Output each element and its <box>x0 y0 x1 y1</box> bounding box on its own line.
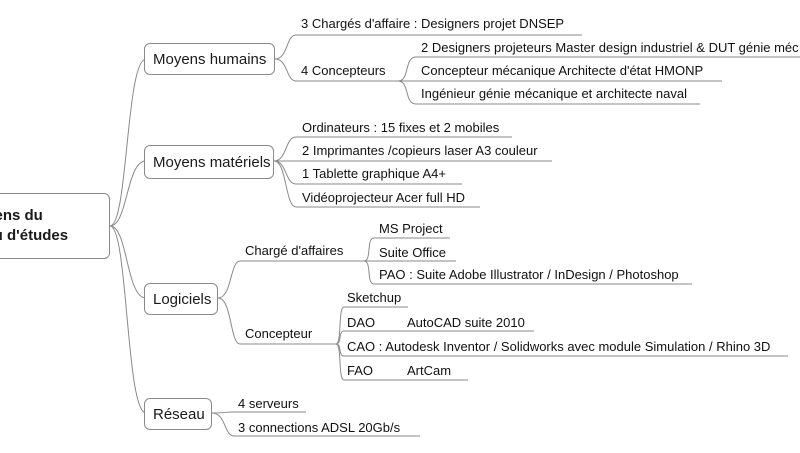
branch-logiciels-label: Logiciels <box>153 290 212 308</box>
branch-reseau[interactable]: Réseau <box>144 398 212 430</box>
link-humains-charges <box>274 34 297 60</box>
link-materiels-item4 <box>273 160 297 208</box>
link-logiciels-concepteur <box>217 297 241 345</box>
leaf-concepteurs-item-3[interactable]: Ingénieur génie mécanique et architecte … <box>421 86 687 101</box>
leaf-concepteur[interactable]: Concepteur <box>245 326 313 341</box>
leaf-dao[interactable]: DAO <box>347 315 376 330</box>
leaf-sketchup[interactable]: Sketchup <box>347 290 402 305</box>
link-root-logiciels <box>109 225 147 299</box>
link-concepteur-sketchup <box>335 306 345 345</box>
leaf-materiels-item-2[interactable]: 2 Imprimantes /copieurs laser A3 couleur <box>302 143 538 158</box>
link-charge-item1 <box>363 237 375 262</box>
branch-moyens-materiels[interactable]: Moyens matériels <box>144 145 274 179</box>
root-node[interactable]: oyens du eau d'études <box>0 193 110 259</box>
branch-moyens-materiels-label: Moyens matériels <box>153 153 271 171</box>
link-reseau-item2 <box>211 412 235 437</box>
link-root-humains <box>109 58 147 227</box>
leaf-dao-item[interactable]: AutoCAD suite 2010 <box>407 315 525 330</box>
branch-logiciels[interactable]: Logiciels <box>144 283 218 315</box>
branch-moyens-humains-label: Moyens humains <box>153 50 267 68</box>
leaf-reseau-item-1[interactable]: 4 serveurs <box>238 396 299 411</box>
leaf-cao[interactable]: CAO : Autodesk Inventor / Solidworks ave… <box>347 339 771 354</box>
link-charge-item3 <box>363 260 375 285</box>
leaf-fao-item[interactable]: ArtCam <box>407 363 452 378</box>
leaf-fao[interactable]: FAO <box>347 363 374 378</box>
link-humains-concepteurs <box>274 58 297 82</box>
link-concepteurs-item1 <box>397 56 417 82</box>
link-materiels-item1 <box>273 136 297 162</box>
link-reseau-item1 <box>211 411 235 414</box>
leaf-materiels-item-4[interactable]: Vidéoprojecteur Acer full HD <box>302 190 466 205</box>
leaf-materiels-item-1[interactable]: Ordinateurs : 15 fixes et 2 mobiles <box>302 120 500 135</box>
leaf-concepteurs-item-2[interactable]: Concepteur mécanique Architecte d'état H… <box>421 63 704 78</box>
leaf-charge-item-1[interactable]: MS Project <box>379 221 443 236</box>
link-concepteur-fao <box>335 343 345 381</box>
leaf-charge-item-3[interactable]: PAO : Suite Adobe Illustrator / InDesign… <box>379 267 679 282</box>
link-logiciels-charge <box>217 260 241 299</box>
root-line-2: eau d'études <box>0 227 69 244</box>
link-concepteurs-item3 <box>397 80 417 105</box>
leaf-charge-item-2[interactable]: Suite Office <box>379 245 446 260</box>
leaf-charges-affaire[interactable]: 3 Chargés d'affaire : Designers projet D… <box>301 16 565 31</box>
leaf-reseau-item-2[interactable]: 3 connections ADSL 20Gb/s <box>238 420 401 435</box>
link-root-reseau <box>109 225 147 414</box>
link-root-materiels <box>109 160 147 227</box>
link-concepteur-cao <box>335 343 345 357</box>
branch-moyens-humains[interactable]: Moyens humains <box>144 43 275 75</box>
leaf-concepteurs-item-1[interactable]: 2 Designers projeteurs Master design ind… <box>421 40 799 55</box>
root-line-1: oyens du <box>0 207 43 224</box>
leaf-charge-affaires[interactable]: Chargé d'affaires <box>245 243 344 258</box>
link-concepteur-dao <box>335 330 345 345</box>
branch-reseau-label: Réseau <box>153 405 205 423</box>
root-label: oyens du eau d'études <box>0 206 68 246</box>
leaf-concepteurs[interactable]: 4 Concepteurs <box>301 63 386 78</box>
leaf-materiels-item-3[interactable]: 1 Tablette graphique A4+ <box>302 166 446 181</box>
